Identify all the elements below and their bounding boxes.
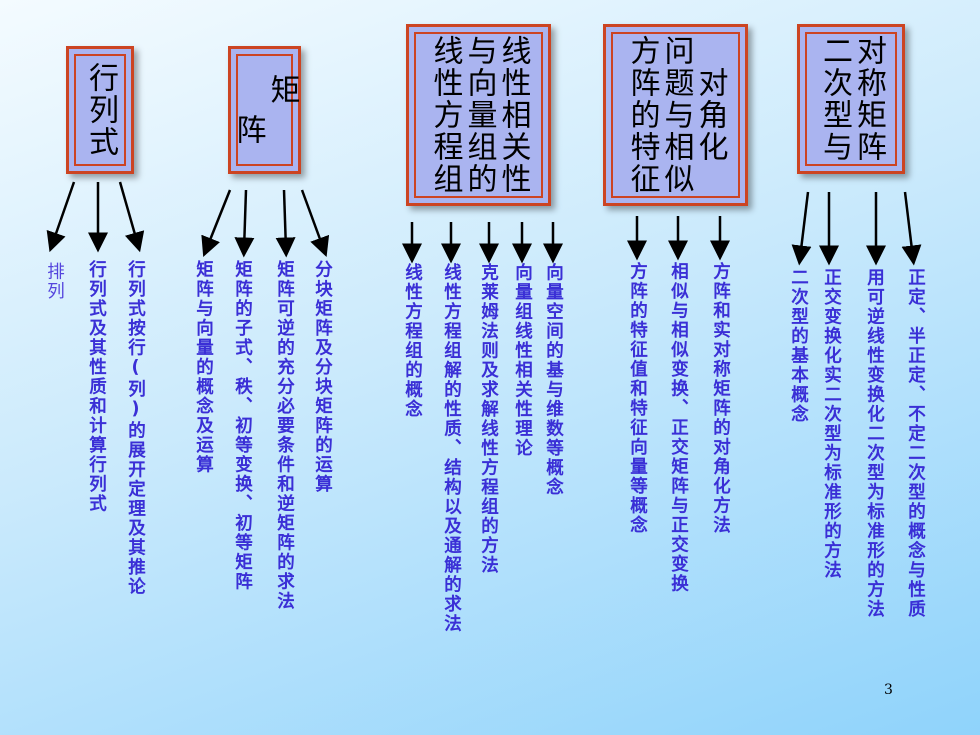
topic-title-col: 与向量组的 — [461, 35, 497, 195]
item-definiteness: 正定、半正定、不定二次型的概念与性质 — [905, 268, 926, 619]
topic-title-col: 对称矩阵 — [851, 35, 886, 163]
topic-title-col: 矩 — [264, 74, 300, 106]
topic-title-col: 对角化 — [692, 67, 728, 163]
topic-title-col: 线性方程组 — [427, 35, 463, 195]
arrow — [46, 181, 76, 253]
item-quadratic-basics: 二次型的基本概念 — [788, 268, 809, 424]
topic-title-col: 二次型与 — [817, 35, 852, 163]
topic-box-matrix: 矩 阵 — [228, 46, 301, 174]
topic-box-quadratic-forms: 对称矩阵 二次型与 — [797, 24, 905, 174]
topic-title-col: 方阵的特征 — [624, 35, 660, 195]
item-permutation: 排列 — [44, 262, 65, 301]
arrow — [201, 189, 232, 257]
topic-box-linear-equations: 线性相关性 与向量组的 线性方程组 — [406, 24, 551, 206]
item-similarity-orthogonal: 相似与相似变换、正交矩阵与正交变换 — [668, 262, 689, 594]
item-matrix-inverse: 矩阵可逆的充分必要条件和逆矩阵的求法 — [274, 260, 295, 611]
topic-title-col: 问题与相似 — [658, 35, 694, 195]
item-linear-dependence: 向量组线性相关性理论 — [512, 263, 533, 458]
arrow — [901, 191, 922, 266]
item-diagonalization: 方阵和实对称矩阵的对角化方法 — [710, 262, 731, 535]
item-matrix-vector-concepts: 矩阵与向量的概念及运算 — [193, 260, 214, 475]
item-block-matrix: 分块矩阵及分块矩阵的运算 — [312, 260, 333, 494]
topic-title-col: 线性相关性 — [495, 35, 531, 195]
arrow — [118, 181, 145, 253]
item-vector-space-basis: 向量空间的基与维数等概念 — [543, 263, 564, 497]
topic-box-determinant: 行列式 — [66, 46, 134, 174]
item-linear-equations-concept: 线性方程组的概念 — [402, 263, 423, 419]
item-cramer-rule: 克莱姆法则及求解线性方程组的方法 — [478, 263, 499, 575]
item-invertible-standard-form: 用可逆线性变换化二次型为标准形的方法 — [864, 268, 885, 619]
item-determinant-properties: 行列式及其性质和计算行列式 — [86, 260, 107, 514]
page-number: 3 — [884, 682, 893, 698]
arrow — [234, 189, 255, 258]
topic-box-eigen-similarity: 对角化 问题与相似 方阵的特征 — [603, 24, 748, 206]
arrow — [300, 189, 330, 258]
item-matrix-rank-elementary: 矩阵的子式、秩、初等变换、初等矩阵 — [232, 260, 253, 592]
item-expansion-theorem: 行列式按行(列)的展开定理及其推论 — [125, 260, 146, 597]
topic-title-col: 行列式 — [83, 62, 118, 158]
item-orthogonal-standard-form: 正交变换化实二次型为标准形的方法 — [821, 268, 842, 580]
arrow — [791, 191, 812, 266]
arrow — [275, 189, 296, 258]
topic-title-col: 阵 — [230, 114, 266, 146]
item-eigen-concepts: 方阵的特征值和特征向量等概念 — [627, 262, 648, 535]
item-solution-structure: 线性方程组解的性质、结构以及通解的求法 — [441, 263, 462, 634]
